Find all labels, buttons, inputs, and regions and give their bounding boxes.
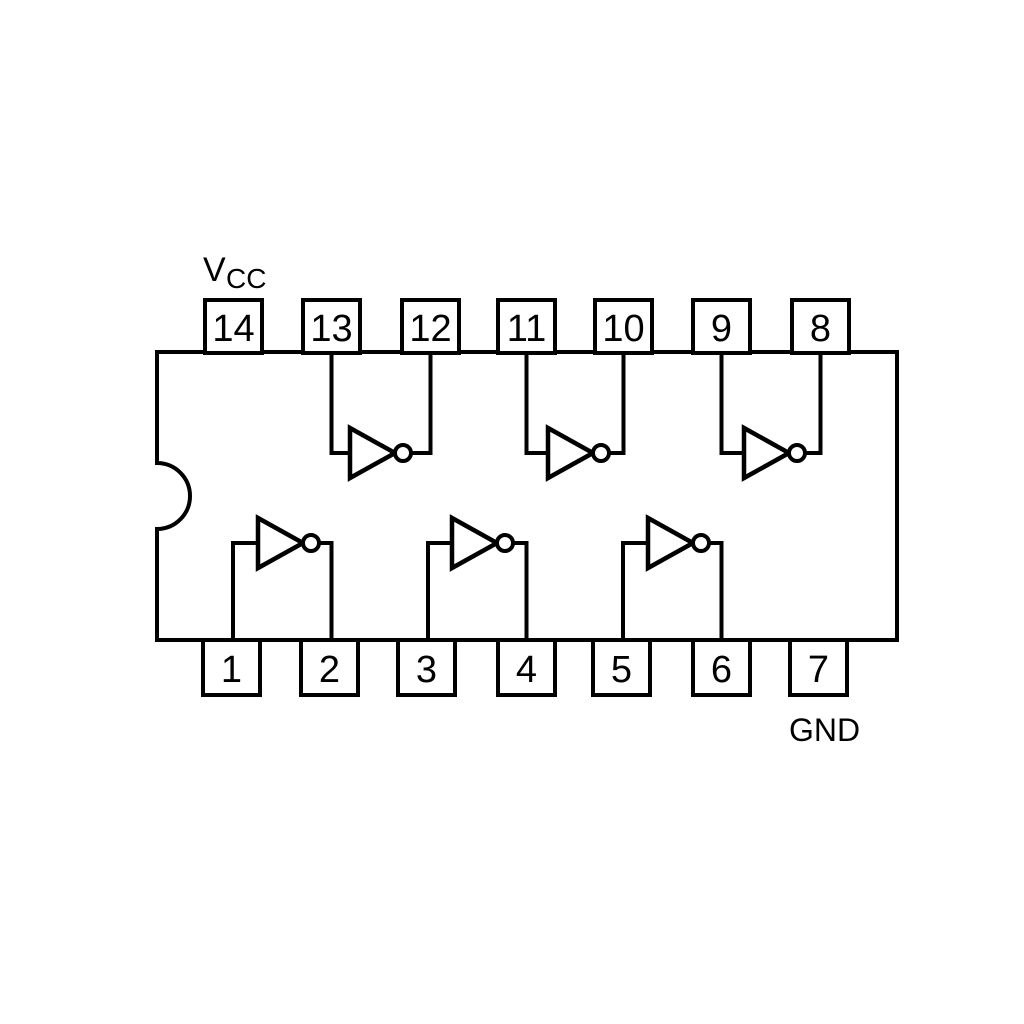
pin-11: 11: [496, 298, 557, 355]
pin-box: [400, 298, 461, 355]
pin-9: 9: [691, 298, 752, 355]
pin-3: 3: [396, 638, 457, 697]
pin-box: [691, 298, 752, 355]
ic-body-outline: [155, 350, 899, 642]
pin-number: 6: [711, 649, 732, 691]
pin-box: [396, 638, 457, 697]
pin-number: 12: [409, 308, 451, 350]
pin-5: 5: [591, 638, 652, 697]
pin-number: 3: [416, 649, 437, 691]
pin-1: 1: [201, 638, 262, 697]
pin-number: 10: [602, 308, 644, 350]
pin-2: 2: [299, 638, 360, 697]
inverter-input-wire: [524, 354, 548, 455]
inverter-triangle: [545, 424, 598, 482]
pin-number: 13: [310, 308, 352, 350]
pin-box: [691, 638, 752, 697]
pin-number: 8: [810, 308, 831, 350]
pin-number: 9: [711, 308, 732, 350]
pin-8: 8: [790, 298, 851, 355]
inverter-bubble: [691, 533, 711, 553]
gnd-label: GND: [789, 712, 860, 748]
pin-number: 14: [212, 308, 254, 350]
inverter-output-wire: [513, 541, 529, 639]
vcc-label: V CC: [203, 251, 266, 294]
pin-box: [496, 638, 557, 697]
inverter-triangle: [741, 424, 794, 482]
inverter-output-wire: [319, 541, 334, 639]
inverter-bubble: [591, 443, 611, 463]
inverter-input-wire: [719, 354, 744, 455]
inverter-bubble: [495, 533, 515, 553]
inverter-output-wire: [609, 354, 626, 455]
inverter-gate-11-10: [524, 354, 626, 482]
inverter-input-wire: [621, 541, 648, 639]
inverter-gate-5-6: [621, 514, 724, 639]
pin-box: [301, 298, 362, 355]
inverter-input-wire: [231, 541, 258, 639]
inverter-gate-13-12: [329, 354, 433, 482]
vcc-letter: V: [203, 251, 226, 289]
pin-6: 6: [691, 638, 752, 697]
inverter-bubble: [301, 533, 321, 553]
pin-box: [201, 638, 262, 697]
inverter-gate-3-4: [426, 514, 529, 639]
inverter-output-wire: [411, 354, 433, 455]
inverter-gate-1-2: [231, 514, 334, 639]
vcc-subscript: CC: [226, 263, 266, 294]
inverter-input-wire: [329, 354, 350, 455]
pin-box: [788, 638, 849, 697]
pin-number: 2: [319, 649, 340, 691]
pin-10: 10: [593, 298, 654, 355]
pin-13: 13: [301, 298, 362, 355]
inverter-triangle: [645, 514, 698, 572]
pin-number: 4: [516, 649, 537, 691]
pin-number: 5: [611, 649, 632, 691]
pin-7: 7: [788, 638, 849, 697]
pin-box: [203, 298, 264, 355]
pin-14: 14: [203, 298, 264, 355]
inverter-triangle: [449, 514, 502, 572]
inverter-output-wire: [805, 354, 823, 455]
inverter-triangle: [255, 514, 308, 572]
pin-box: [496, 298, 557, 355]
inverter-bubble: [393, 443, 413, 463]
pin-4: 4: [496, 638, 557, 697]
pin-number: 1: [221, 649, 242, 691]
inverter-bubble: [787, 443, 807, 463]
inverter-gate-9-8: [719, 354, 823, 482]
pin-number: 7: [808, 649, 829, 691]
pin-number: 11: [507, 308, 546, 350]
inverter-output-wire: [709, 541, 724, 639]
pin-box: [790, 298, 851, 355]
inverter-input-wire: [426, 541, 452, 639]
pin-12: 12: [400, 298, 461, 355]
pin-box: [299, 638, 360, 697]
inverter-triangle: [347, 424, 400, 482]
pin-box: [591, 638, 652, 697]
pin-box: [593, 298, 654, 355]
